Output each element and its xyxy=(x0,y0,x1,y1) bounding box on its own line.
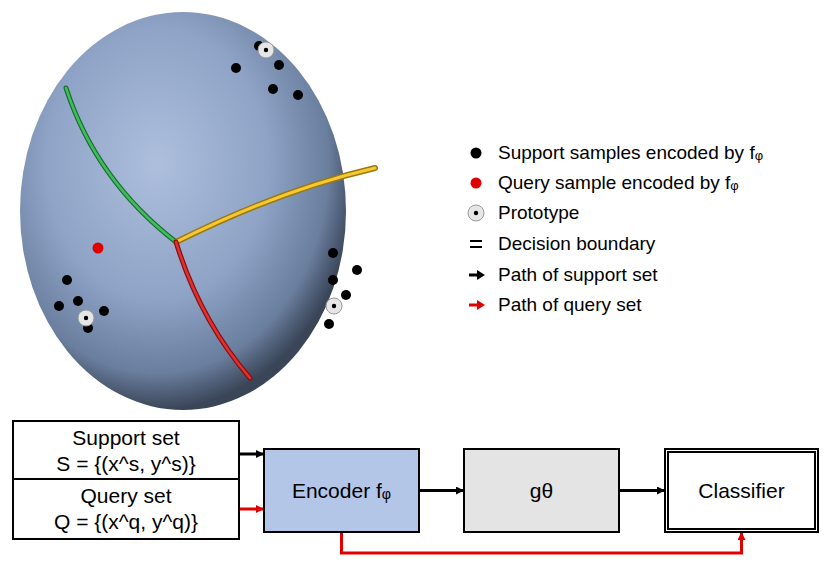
decision-boundaries xyxy=(66,88,375,378)
legend-text: Query sample encoded by fᵩ xyxy=(498,172,739,194)
support-dots xyxy=(54,41,362,333)
box-title: Support set xyxy=(72,425,179,451)
query-dot xyxy=(93,243,104,254)
legend-symbol xyxy=(469,300,485,310)
sphere xyxy=(20,12,346,410)
box-title: Classifier xyxy=(698,478,784,504)
classifier-box: Classifier xyxy=(664,448,819,533)
legend-swatch xyxy=(471,178,482,189)
input-box: Query setQ = {(x^q, y^q)} xyxy=(12,478,240,540)
legend-text: Support samples encoded by fᵩ xyxy=(498,142,763,164)
prototypes xyxy=(78,42,342,326)
legend-text: Prototype xyxy=(498,202,579,224)
legend-symbol xyxy=(468,205,484,221)
box-title: gθ xyxy=(530,478,553,504)
module-box: gθ xyxy=(463,448,620,533)
box-title: Encoder fᵩ xyxy=(292,478,391,504)
path-arrow xyxy=(240,453,263,456)
legend-symbol xyxy=(469,270,485,280)
path-arrow xyxy=(240,508,263,511)
box-formula: Q = {(x^q, y^q)} xyxy=(54,509,198,535)
path-arrow xyxy=(342,533,742,553)
path-arrow xyxy=(420,489,463,492)
encoder-box: Encoder fᵩ xyxy=(263,448,420,533)
legend-text: Path of query set xyxy=(498,294,642,316)
box-formula: S = {(x^s, y^s)} xyxy=(56,451,195,477)
legend-symbol xyxy=(470,241,482,247)
legend-text: Decision boundary xyxy=(498,233,655,255)
legend-swatch xyxy=(471,148,482,159)
input-box: Support setS = {(x^s, y^s)} xyxy=(12,420,240,482)
path-arrow xyxy=(620,489,664,492)
box-title: Query set xyxy=(80,483,171,509)
legend-text: Path of support set xyxy=(498,264,658,286)
